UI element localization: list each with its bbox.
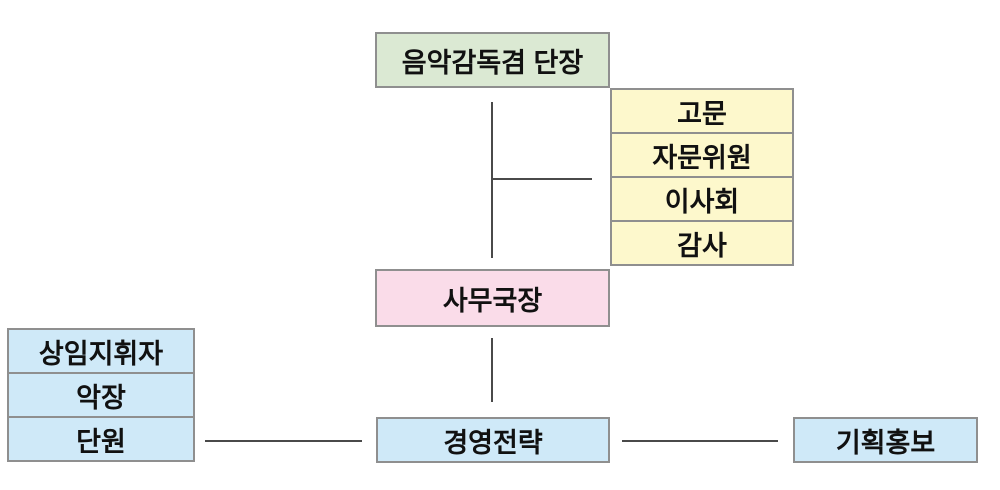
node-concertmaster-label: 악장 <box>76 382 126 413</box>
connector-to-advisory-stack <box>491 178 592 180</box>
node-members: 단원 <box>7 416 195 462</box>
connector-members-to-strategy <box>205 440 362 442</box>
node-auditor-label: 감사 <box>677 230 727 261</box>
node-resident-conductor: 상임지휘자 <box>7 328 195 374</box>
node-concertmaster: 악장 <box>7 372 195 418</box>
node-board-label: 이사회 <box>664 186 740 217</box>
node-music-director: 음악감독겸 단장 <box>375 32 610 88</box>
node-music-director-label: 음악감독겸 단장 <box>401 47 584 78</box>
connector-secretary-to-strategy <box>491 338 493 402</box>
node-secretary-general: 사무국장 <box>375 269 610 327</box>
node-members-label: 단원 <box>76 426 126 457</box>
node-management-strategy: 경영전략 <box>376 417 610 463</box>
performers-stack: 상임지휘자 악장 단원 <box>7 328 195 462</box>
node-planning-pr: 기획홍보 <box>793 417 978 463</box>
connector-director-to-secretary <box>491 102 493 258</box>
node-auditor: 감사 <box>610 220 794 266</box>
node-resident-conductor-label: 상임지휘자 <box>38 338 164 369</box>
node-planning-pr-label: 기획홍보 <box>835 427 936 458</box>
node-advisory-committee: 자문위원 <box>610 132 794 178</box>
node-secretary-general-label: 사무국장 <box>442 285 543 316</box>
node-advisor-label: 고문 <box>677 98 727 129</box>
connector-strategy-to-pr <box>622 440 778 442</box>
node-board: 이사회 <box>610 176 794 222</box>
node-advisory-committee-label: 자문위원 <box>652 142 752 173</box>
advisory-stack: 고문 자문위원 이사회 감사 <box>610 88 794 266</box>
node-management-strategy-label: 경영전략 <box>443 427 543 458</box>
node-advisor: 고문 <box>610 88 794 134</box>
